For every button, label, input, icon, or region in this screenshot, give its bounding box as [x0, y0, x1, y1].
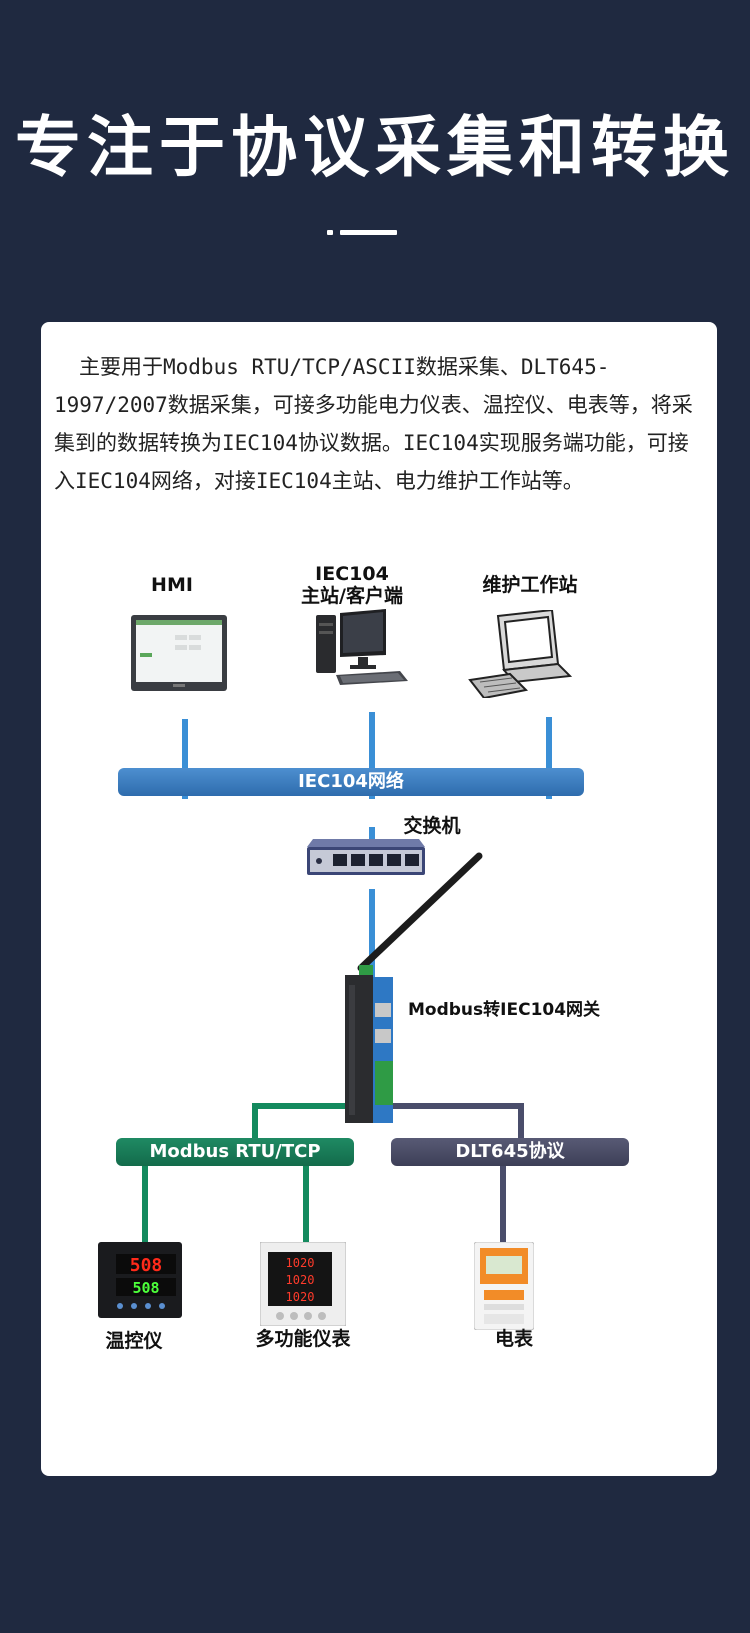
workstation-icon: [468, 610, 572, 698]
power-meter-label: 多功能仪表: [255, 1328, 351, 1350]
temp-sv-readout: 508: [132, 1279, 159, 1297]
switch-gateway-link: [369, 889, 375, 979]
modbus-bus-bar: Modbus RTU/TCP: [116, 1138, 354, 1166]
switch-icon: [307, 839, 425, 875]
hmi-icon: [131, 615, 227, 691]
hmi-label: HMI: [151, 574, 193, 596]
power-meter-icon: 1020 1020 1020: [260, 1242, 346, 1326]
power-meter-link: [303, 1166, 309, 1248]
gateway-dlt-link-v: [518, 1103, 524, 1140]
temp-pv-readout: 508: [130, 1255, 163, 1276]
master-label-line1: IEC104: [315, 563, 389, 585]
iec104-network-bar: IEC104网络: [118, 768, 584, 796]
gateway-modbus-link-h: [252, 1103, 358, 1109]
workstation-label: 维护工作站: [482, 574, 578, 596]
hmi-link: [182, 719, 188, 799]
temp-controller-label: 温控仪: [105, 1330, 163, 1352]
switch-label: 交换机: [403, 815, 461, 837]
gateway-modbus-link-v: [252, 1103, 258, 1140]
temperature-controller-icon: 508 508: [98, 1242, 182, 1318]
electricity-meter-label: 电表: [494, 1328, 533, 1350]
electricity-meter-link: [500, 1166, 506, 1244]
meter-readout-2: 1020: [286, 1273, 315, 1287]
content-card: 主要用于Modbus RTU/TCP/ASCII数据采集、DLT645-1997…: [41, 322, 717, 1476]
master-link: [369, 712, 375, 799]
dlt645-bus-bar: DLT645协议: [391, 1138, 629, 1166]
electricity-meter-icon: [474, 1242, 534, 1330]
workstation-link: [546, 717, 552, 799]
page-title: 专注于协议采集和转换: [15, 109, 735, 186]
antenna-icon: [357, 852, 483, 972]
gateway-dlt-link-h: [386, 1103, 524, 1109]
meter-readout-3: 1020: [286, 1290, 315, 1304]
intro-paragraph: 主要用于Modbus RTU/TCP/ASCII数据采集、DLT645-1997…: [54, 355, 693, 493]
desktop-computer-icon: [316, 609, 408, 685]
gateway-device-icon: [345, 965, 393, 1123]
meter-readout-1: 1020: [286, 1256, 315, 1270]
master-label-line2: 主站/客户端: [301, 585, 403, 607]
temp-controller-link: [142, 1166, 148, 1244]
gateway-label: Modbus转IEC104网关: [408, 1000, 601, 1020]
title-decoration-dot: [327, 230, 333, 235]
title-decoration-bar: [340, 230, 397, 235]
